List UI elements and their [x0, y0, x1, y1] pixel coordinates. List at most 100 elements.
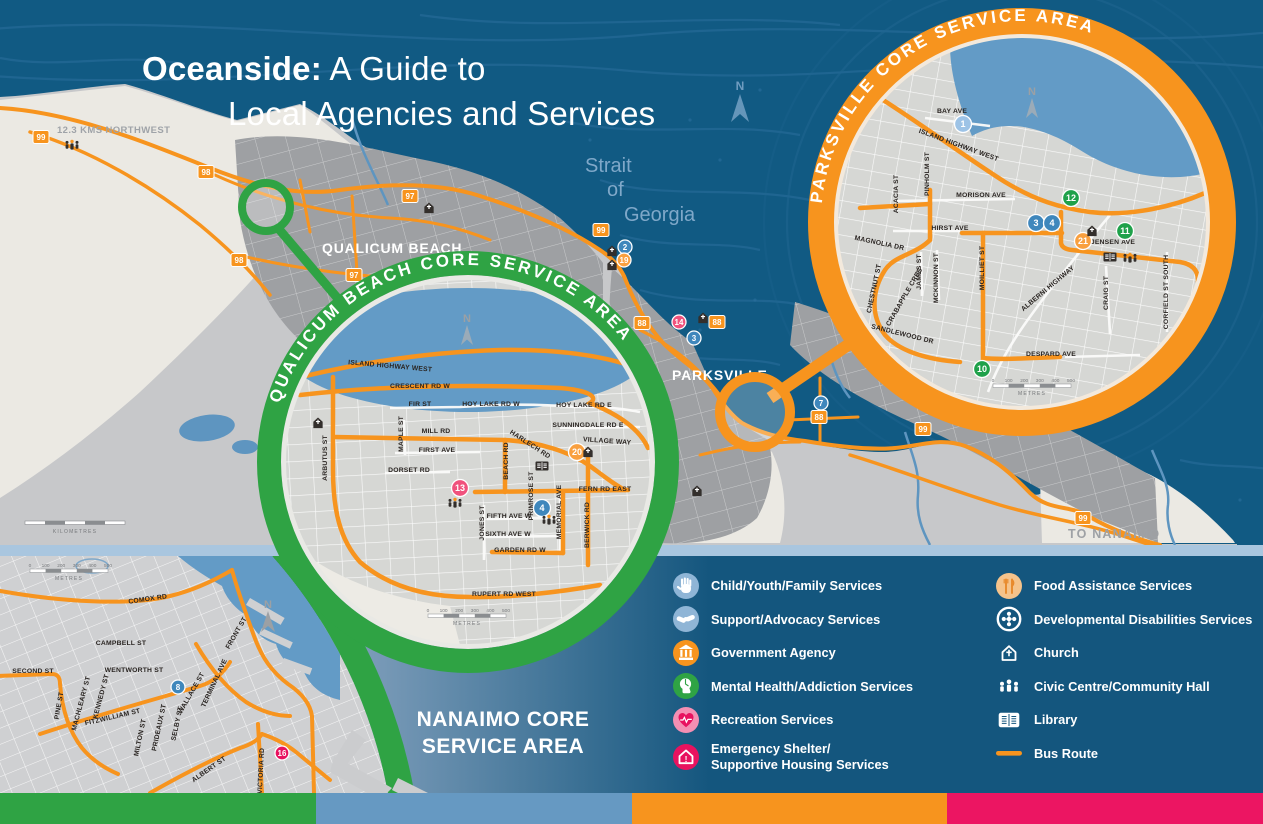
svg-text:0: 0 — [29, 563, 32, 569]
svg-text:N: N — [1028, 86, 1036, 98]
map-marker: 8 — [170, 679, 186, 695]
svg-text:88: 88 — [638, 319, 647, 328]
svg-text:3: 3 — [1033, 218, 1038, 228]
svg-text:500: 500 — [1067, 378, 1075, 384]
legend-label: Mental Health/Addiction Services — [711, 678, 913, 694]
svg-text:300: 300 — [73, 563, 81, 569]
legend-label: Food Assistance Services — [1034, 578, 1193, 593]
svg-text:Strait: Strait — [585, 155, 632, 177]
svg-text:200: 200 — [57, 563, 65, 569]
parksville-inset: BAY AVE ISLAND HIGHWAY WEST PINHOLM ST A… — [807, 6, 1236, 436]
map-marker: 11 — [1115, 221, 1135, 241]
svg-text:ACACIA ST: ACACIA ST — [893, 174, 900, 213]
legend-item: Civic Centre/Community Hall — [995, 670, 1252, 704]
svg-text:200: 200 — [455, 608, 463, 614]
svg-text:!: ! — [685, 754, 688, 764]
svg-text:METRES: METRES — [453, 621, 481, 627]
nanaimo-compass: N — [261, 599, 275, 632]
title-tail: A Guide to — [321, 50, 486, 87]
svg-text:FIFTH AVE W: FIFTH AVE W — [487, 513, 532, 520]
svg-text:VILLAGE WAY: VILLAGE WAY — [583, 436, 632, 446]
developmental-ring-icon — [996, 606, 1022, 632]
highway-shield: 97 — [345, 268, 363, 282]
legend-label: Emergency Shelter/ Supportive Housing Se… — [711, 741, 889, 772]
svg-text:BEACH RD: BEACH RD — [503, 442, 510, 479]
mental-health-head-icon — [673, 673, 699, 700]
map-marker: 13 — [450, 478, 470, 498]
legend-left-column: Child/Youth/Family Services Support/Advo… — [672, 569, 913, 777]
legend-item: Support/Advocacy Services — [672, 603, 913, 637]
legend-label: Bus Route — [1034, 745, 1098, 761]
nanaimo-bus-routes — [0, 568, 332, 793]
highway-shield: 99 — [32, 130, 50, 144]
svg-text:of: of — [607, 179, 624, 201]
svg-text:400: 400 — [486, 608, 494, 614]
map-marker: 19 — [616, 252, 632, 268]
ferry-docks — [330, 730, 428, 793]
highway-shield: 88 — [708, 315, 726, 329]
svg-text:4: 4 — [539, 503, 544, 513]
svg-text:98: 98 — [202, 168, 211, 177]
legend-item: Mental Health/Addiction Services — [672, 670, 913, 704]
strait-of-georgia-label: Strait of Georgia — [585, 155, 696, 226]
footer-bar-pink — [947, 793, 1263, 824]
people-icon — [1000, 679, 1018, 692]
svg-text:MILL RD: MILL RD — [422, 428, 451, 435]
svg-text:MOILLIET ST: MOILLIET ST — [979, 245, 986, 290]
bottom-section: COMOX RD CAMPBELL ST WENTWORTH ST SECOND… — [0, 556, 1263, 793]
svg-text:RUPERT RD WEST: RUPERT RD WEST — [472, 591, 537, 598]
svg-text:11: 11 — [1120, 226, 1130, 236]
svg-text:CORFIELD ST SOUTH: CORFIELD ST SOUTH — [1163, 255, 1170, 329]
svg-text:JONES ST: JONES ST — [479, 505, 486, 541]
qualicum-beach-label: QUALICUM BEACH — [322, 240, 462, 256]
highway-shields: 99 98 97 98 97 99 88 88 88 99 99 — [32, 130, 1092, 525]
svg-text:PRIMROSE ST: PRIMROSE ST — [528, 471, 535, 521]
svg-text:HIRST AVE: HIRST AVE — [931, 225, 969, 232]
civic-centre-icon — [1123, 252, 1137, 263]
svg-text:BERWICK RD: BERWICK RD — [584, 502, 591, 548]
map-marker: 2 — [617, 239, 633, 255]
svg-text:99: 99 — [919, 425, 928, 434]
legend-item: Recreation Services — [672, 703, 913, 737]
lakes-and-rivers — [179, 117, 1177, 546]
svg-text:BAY AVE: BAY AVE — [937, 108, 967, 115]
map-marker: 21 — [1073, 231, 1093, 251]
civic-centre-icon — [542, 514, 556, 525]
map-marker: 14 — [671, 314, 687, 330]
legend-label: Developmental Disabilities Services — [1034, 611, 1253, 627]
highway-shield: 88 — [633, 316, 651, 330]
svg-text:200: 200 — [1020, 378, 1028, 384]
highway-shield: 99 — [592, 223, 610, 237]
legend-item: Bus Route — [995, 737, 1252, 771]
svg-text:12: 12 — [1066, 193, 1076, 203]
parksville-bus-routes — [857, 95, 1207, 365]
legend-item: ! Emergency Shelter/ Supportive Housing … — [672, 737, 913, 777]
svg-text:ARBUTUS ST: ARBUTUS ST — [322, 434, 329, 480]
svg-text:CAMPBELL ST: CAMPBELL ST — [96, 640, 147, 647]
svg-text:7: 7 — [819, 399, 824, 408]
map-marker: 3 — [686, 330, 702, 346]
map-marker: 1 — [953, 114, 973, 134]
parksville-compass: N — [1026, 86, 1038, 118]
svg-text:1: 1 — [960, 119, 965, 129]
svg-text:FERN RD EAST: FERN RD EAST — [579, 486, 632, 493]
map-marker: 3 — [1026, 213, 1046, 233]
svg-text:DORSET RD: DORSET RD — [388, 467, 430, 474]
svg-text:N: N — [264, 599, 272, 611]
svg-text:MCKINNON ST: MCKINNON ST — [933, 252, 940, 303]
map-marker: 20 — [567, 442, 587, 462]
hand-icon — [673, 572, 699, 599]
svg-text:KILOMETRES: KILOMETRES — [53, 529, 97, 535]
svg-text:98: 98 — [235, 256, 244, 265]
map-marker: 12 — [1061, 188, 1081, 208]
svg-text:FIR ST: FIR ST — [409, 401, 432, 408]
svg-text:N: N — [736, 79, 745, 93]
svg-text:8: 8 — [176, 683, 181, 692]
parksville-service-area-ring — [808, 8, 1236, 436]
map-marker: 10 — [972, 359, 992, 379]
map-marker: 4 — [1042, 213, 1062, 233]
qualicum-magnifier — [238, 179, 294, 235]
legend-item: Child/Youth/Family Services — [672, 569, 913, 603]
